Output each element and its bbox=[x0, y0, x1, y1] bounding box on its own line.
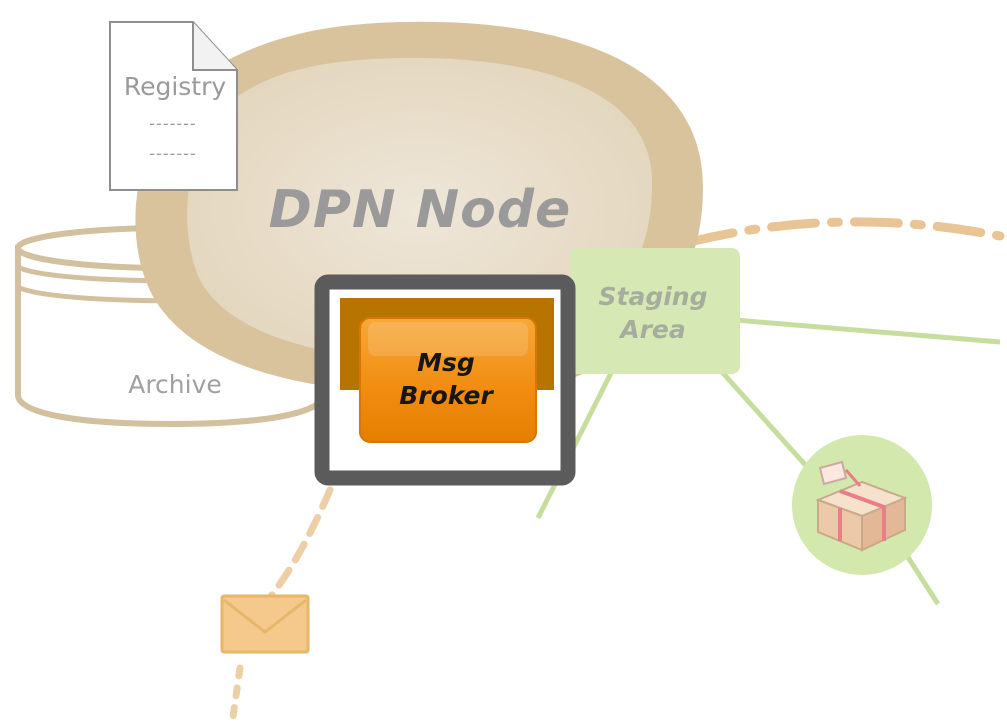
staging-area-box bbox=[570, 248, 740, 374]
staging-area-label: Area bbox=[620, 315, 686, 344]
envelope-icon bbox=[220, 594, 310, 654]
registry-line: ------- bbox=[149, 144, 197, 163]
link-staging-down-left bbox=[535, 363, 618, 520]
msg-broker-label: Msg bbox=[417, 348, 475, 377]
registry-document bbox=[109, 21, 238, 191]
msg-broker-label: Broker bbox=[399, 381, 493, 410]
dpn-node-title: DPN Node bbox=[268, 180, 572, 240]
registry-line: ------- bbox=[149, 114, 197, 133]
link-broker-envelope bbox=[264, 486, 334, 604]
gift-package-icon bbox=[792, 435, 932, 575]
registry-title: Registry bbox=[123, 72, 227, 101]
link-staging-to-package bbox=[720, 370, 810, 470]
link-staging-right bbox=[734, 317, 1001, 345]
staging-area-label: Staging bbox=[598, 282, 708, 311]
link-arc-right bbox=[685, 217, 1005, 247]
msg-broker-block bbox=[314, 274, 576, 486]
archive-label: Archive bbox=[128, 370, 222, 399]
link-envelope-below bbox=[228, 664, 244, 726]
